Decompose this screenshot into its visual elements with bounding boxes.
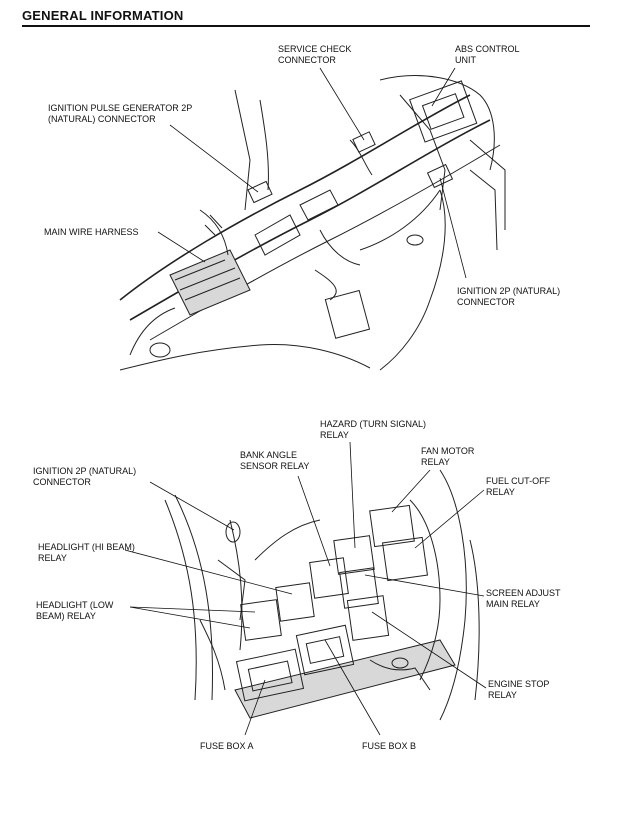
abs-control-unit-label: ABS CONTROL UNIT (455, 44, 520, 65)
bottom-figure-drawing (164, 469, 480, 721)
hazard-relay-label: HAZARD (TURN SIGNAL) RELAY (320, 419, 427, 440)
fan-motor-relay-label: FAN MOTOR RELAY (421, 446, 475, 467)
bottom-figure-leaders (124, 441, 487, 736)
fuel-cut-off-relay-label: FUEL CUT-OFF RELAY (486, 476, 551, 497)
ignition-pulse-generator-connector-label: IGNITION PULSE GENERATOR 2P (NATURAL) CO… (48, 103, 193, 124)
ignition-2p-connector-label-top: IGNITION 2P (NATURAL) CONNECTOR (457, 286, 561, 307)
headlight-hi-beam-relay-label: HEADLIGHT (HI BEAM) RELAY (38, 542, 135, 563)
ignition-2p-connector-label-bottom: IGNITION 2P (NATURAL) CONNECTOR (33, 466, 137, 487)
fuse-box-b-label: FUSE BOX B (362, 741, 417, 751)
service-check-connector-label: SERVICE CHECK CONNECTOR (278, 44, 352, 65)
engine-stop-relay-label: ENGINE STOP RELAY (488, 679, 550, 700)
main-wire-harness-label: MAIN WIRE HARNESS (44, 227, 139, 237)
top-figure-leaders (157, 67, 467, 279)
bank-angle-sensor-relay-label: BANK ANGLE SENSOR RELAY (240, 450, 310, 471)
fuse-box-a-label: FUSE BOX A (200, 741, 254, 751)
page-title: GENERAL INFORMATION (22, 8, 184, 23)
screen-adjust-main-relay-label: SCREEN ADJUST MAIN RELAY (486, 588, 561, 609)
top-figure-drawing (119, 75, 506, 371)
title-rule (22, 25, 590, 27)
headlight-low-beam-relay-label: HEADLIGHT (LOW BEAM) RELAY (36, 600, 114, 621)
